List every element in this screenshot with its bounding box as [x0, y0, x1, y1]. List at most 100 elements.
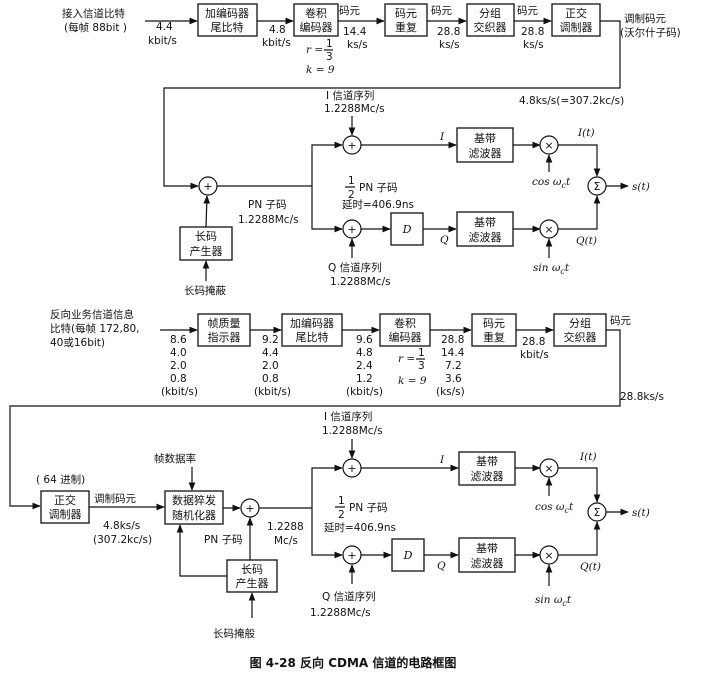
bot-rate-t-3: 1.2: [356, 373, 373, 385]
times-symbol: ×: [544, 549, 553, 562]
top-filter-i-line2: 滤波器: [469, 147, 502, 160]
bot-chip-rate-1: 1.2288: [267, 521, 304, 533]
top-delay-block: [390, 212, 424, 246]
bot-rate-mod-2: (307.2kc/s): [93, 534, 152, 546]
bot-rate-rep-2: kbit/s: [520, 349, 549, 361]
times-symbol: ×: [544, 462, 553, 475]
bot-i-arm: I: [439, 454, 445, 466]
bot-loop-wire: [9, 329, 621, 510]
bot-conv-r: r =: [398, 353, 415, 365]
top-ortho-block-line1: 正交: [565, 6, 587, 20]
bot-q-seq-1: Q 信道序列: [322, 590, 376, 603]
bot-lc-mask: 长码掩般: [213, 627, 255, 640]
top-lc-block: [179, 226, 233, 261]
top-filter-q-line2: 滤波器: [469, 231, 502, 244]
bot-quality-line1: 帧质量: [208, 316, 241, 330]
bot-rate-q-0: 9.2: [262, 334, 279, 346]
bot-half-den: 2: [338, 509, 345, 521]
bot-frame-rate: 帧数据率: [154, 452, 196, 465]
plus-symbol: +: [347, 139, 356, 152]
bot-wire: [311, 508, 343, 559]
times-symbol: ×: [544, 223, 553, 236]
top-loop-wire: [163, 20, 621, 190]
top-conv-r-den: 3: [326, 51, 333, 63]
top-wire: [558, 144, 601, 177]
bot-filter-i: [458, 451, 516, 486]
plus-symbol: +: [347, 223, 356, 236]
top-inter-block: [466, 3, 515, 37]
top-rate-int-2: ks/s: [523, 39, 544, 51]
top-repeat-block-line2: 重复: [395, 20, 417, 34]
bot-rate-q-4: (kbit/s): [254, 386, 291, 398]
top-symbol-label-3: 码元: [517, 5, 538, 17]
bot-filter-i-line1: 基带: [476, 455, 498, 468]
times-symbol: ×: [544, 139, 553, 152]
bot-rate-c-1: 14.4: [441, 347, 465, 359]
bot-mod-label: 调制码元: [94, 492, 136, 505]
top-q-arm: Q: [440, 234, 449, 246]
bot-ortho-line2: 调制器: [49, 508, 82, 521]
bot-input-label-1: 反向业务信道信息: [50, 308, 134, 321]
top-pn-label-1: PN 子码: [248, 199, 287, 211]
bot-wire: [558, 521, 601, 556]
top-inter-block-line1: 分组: [479, 6, 501, 20]
top-rate-rep-2: ks/s: [439, 39, 460, 51]
bot-sum-symbol: Σ: [594, 506, 601, 519]
top-conv-r: r =: [306, 44, 323, 56]
bot-filter-q-line2: 滤波器: [471, 557, 504, 570]
bot-i-seq-2: 1.2288Mc/s: [322, 425, 383, 437]
top-rate-mod: 4.8ks/s(=307.2kc/s): [519, 95, 624, 107]
bot-quality-block: [197, 313, 251, 347]
bot-input-label-2: 比特(每帧 172,80,: [50, 322, 140, 335]
top-rate-rep-1: 28.8: [437, 26, 460, 38]
bot-burst-block: [164, 490, 224, 525]
bot-rate-in-0: 8.6: [170, 334, 187, 346]
top-lc-mask: 长码掩蔽: [184, 284, 226, 297]
top-ortho-block-line2: 调制器: [560, 21, 593, 34]
top-conv-k: k = 9: [306, 64, 335, 76]
top-rate-int-1: 28.8: [521, 26, 544, 38]
bot-rate-mod-1: 4.8ks/s: [103, 520, 140, 532]
top-out: s(t): [632, 181, 650, 193]
bot-inter-line1: 分组: [569, 316, 591, 330]
bot-rate-in-2: 2.0: [170, 360, 187, 372]
top-rate-in-2: kbit/s: [148, 35, 177, 47]
bot-conv-line2: 编码器: [389, 330, 422, 344]
top-filter-q: [456, 211, 514, 247]
bot-half-text: PN 子码: [349, 502, 388, 514]
bot-rate-rep-1: 28.8: [522, 336, 545, 348]
bot-wire: [311, 464, 343, 508]
bot-filter-q-line1: 基带: [476, 542, 498, 555]
top-i-seq-1: I 信道序列: [326, 89, 374, 102]
plus-symbol: +: [203, 180, 212, 193]
bot-repeat-line1: 码元: [483, 317, 505, 330]
top-wire: [311, 141, 343, 186]
bot-cos-label: cos ωct: [535, 501, 574, 515]
top-rate-conv-1: 14.4: [343, 26, 367, 38]
bot-half-num: 1: [338, 495, 345, 507]
bot-symbol-label: 码元: [610, 315, 631, 327]
top-wire: [311, 186, 343, 233]
top-tail-block-line2: 尾比特: [211, 20, 244, 34]
bot-burst-line2: 随机化器: [172, 508, 216, 522]
bot-conv-r-num: 1: [418, 347, 425, 359]
bot-lc-line2: 产生器: [236, 576, 269, 590]
top-filter-i-line1: 基带: [474, 132, 496, 145]
top-cos-label: cos ωct: [532, 176, 571, 190]
top-rate-tail-2: kbit/s: [262, 37, 291, 49]
bot-repeat-block: [471, 313, 517, 347]
bot-q-seq-2: 1.2288Mc/s: [310, 607, 371, 619]
bot-out: s(t): [632, 507, 650, 519]
top-half-text: PN 子码: [359, 182, 398, 194]
plus-symbol: +: [347, 462, 356, 475]
top-tail-block-line1: 加编码器: [205, 6, 249, 20]
bot-rate-c-4: (ks/s): [436, 386, 465, 398]
bot-rate-t-4: (kbit/s): [346, 386, 383, 398]
top-half-delay: 延时=406.9ns: [342, 199, 414, 211]
top-symbol-label-2: 码元: [431, 5, 452, 17]
bot-quality-line2: 指示器: [208, 330, 241, 344]
bot-rate-c-3: 3.6: [445, 373, 462, 385]
bot-burst-line1: 数据猝发: [172, 493, 216, 507]
top-ortho-block: [551, 3, 601, 37]
bot-inter-line2: 交织器: [564, 330, 597, 344]
